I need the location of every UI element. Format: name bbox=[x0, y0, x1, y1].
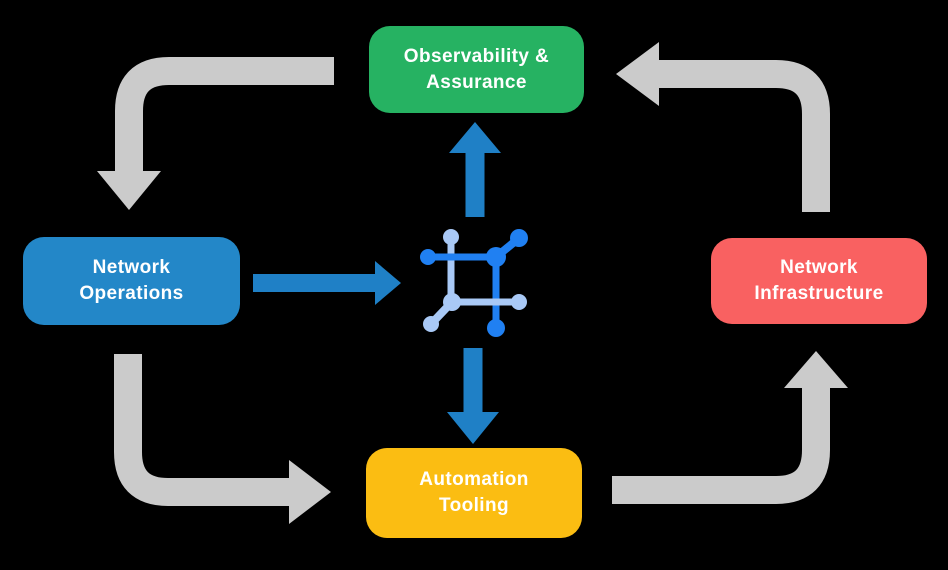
arrow-platform-to-automation bbox=[447, 348, 499, 444]
arrow-operations-to-platform bbox=[253, 261, 401, 305]
flow-arrow-infrastructure-to-observability bbox=[616, 42, 830, 212]
flow-arrow-observability-to-operations bbox=[97, 57, 334, 210]
arrow-platform-to-observability bbox=[449, 122, 501, 217]
node-automation-tooling: Automation Tooling bbox=[366, 448, 582, 538]
flow-arrow-operations-to-automation bbox=[114, 354, 331, 524]
network-platform-icon bbox=[420, 229, 528, 337]
node-network-operations-label: Network Operations bbox=[79, 257, 184, 304]
node-automation-tooling-label: Automation Tooling bbox=[419, 469, 529, 516]
node-observability-assurance: Observability & Assurance bbox=[369, 26, 584, 113]
node-network-infrastructure: Network Infrastructure bbox=[711, 238, 927, 324]
node-observability-assurance-label: Observability & Assurance bbox=[403, 45, 550, 93]
node-network-infrastructure-label: Network Infrastructure bbox=[754, 257, 884, 304]
node-network-operations: Network Operations bbox=[23, 237, 240, 325]
flow-arrow-automation-to-infrastructure bbox=[612, 351, 848, 504]
